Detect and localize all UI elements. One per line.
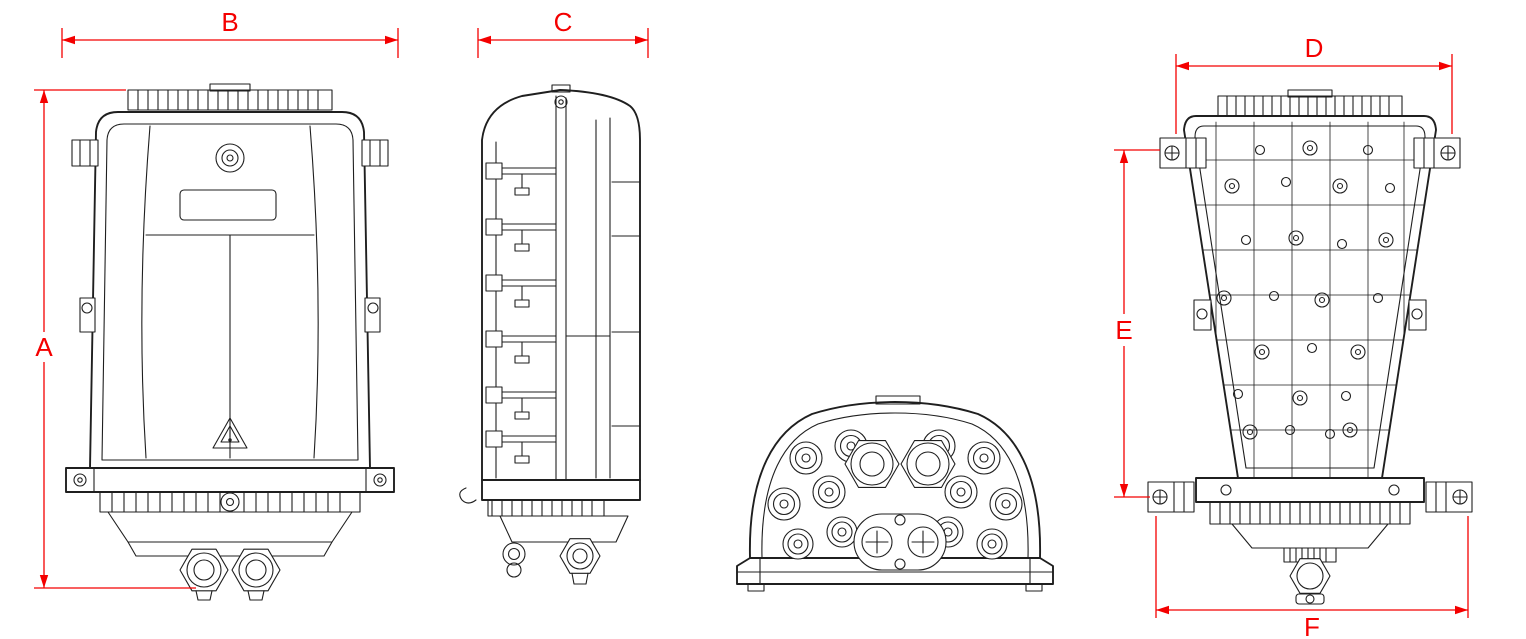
back-skirt [1231, 523, 1389, 549]
back-strip-ribs [1219, 501, 1401, 525]
side-ribbed-strip [487, 499, 605, 517]
back-hinge-tab [1287, 89, 1333, 98]
front-strip-ribs [111, 491, 341, 513]
back-cable-gland [1283, 547, 1337, 605]
front-mount-ear-right [361, 139, 389, 167]
bottom-dome-inner [761, 412, 1029, 559]
front-base-screw-left [73, 473, 87, 487]
bottom-dome-outline [749, 401, 1041, 559]
bottom-flange-lines [736, 557, 1054, 585]
side-top-screw [554, 95, 568, 109]
cable-port [989, 487, 1023, 521]
side-vertical-seams [495, 95, 611, 481]
side-skirt [499, 515, 629, 543]
side-clamp-3 [485, 274, 557, 308]
side-small-gland [502, 542, 526, 578]
dimension-c-label: C [554, 7, 573, 37]
hex-gland-right [900, 440, 956, 488]
front-side-clip-left [79, 297, 96, 333]
side-wire-hook [459, 487, 477, 504]
back-bracket-top-left [1159, 137, 1207, 169]
back-screw-bosses [1216, 140, 1396, 440]
dimension-d-label: D [1305, 33, 1324, 63]
bottom-top-tab [875, 395, 921, 405]
front-base-bar [65, 467, 395, 493]
dimension-f-label: F [1304, 612, 1320, 639]
side-clamp-4 [485, 330, 557, 364]
front-base-dividers [93, 467, 367, 493]
cable-port [967, 441, 1001, 475]
dimension-e: E [1114, 149, 1160, 498]
back-bracket-top-right [1413, 137, 1461, 169]
cable-port [782, 528, 814, 560]
side-clamp-2 [485, 218, 557, 252]
front-inner-seam [101, 123, 359, 461]
side-clamp-6 [485, 430, 557, 464]
dimension-f: F [1155, 516, 1469, 639]
back-side-clip-right [1408, 299, 1427, 331]
back-bracket-bottom-right [1425, 481, 1473, 513]
front-hinge-bar [127, 89, 333, 111]
bottom-foot-right [1025, 583, 1043, 592]
back-side-clip-left [1193, 299, 1212, 331]
cable-port [826, 516, 858, 548]
cable-port [789, 441, 823, 475]
dual-screw-capsule [853, 513, 947, 571]
front-top-screw [215, 143, 245, 173]
back-inner-seam [1194, 125, 1426, 469]
front-base-screw-right [373, 473, 387, 487]
bottom-view [736, 395, 1054, 592]
cable-gland-right [231, 548, 281, 601]
side-strip-ribs [491, 499, 593, 517]
side-main-gland [559, 538, 601, 585]
side-view [459, 84, 641, 585]
dimension-a-label: A [35, 332, 53, 362]
cable-port [767, 487, 801, 521]
dimension-b-label: B [221, 7, 238, 37]
back-hinge-bar [1217, 95, 1403, 117]
front-hinge-tab [209, 83, 251, 92]
front-door-seams [141, 125, 319, 459]
front-skirt [107, 511, 353, 557]
side-clamp-5 [485, 386, 557, 420]
cable-gland-left [179, 548, 229, 601]
front-side-clip-right [364, 297, 381, 333]
cable-port [976, 528, 1008, 560]
cable-port [944, 475, 978, 509]
warning-triangle-icon [212, 417, 248, 449]
back-view [1147, 89, 1473, 605]
back-rib-grid-vertical [1215, 121, 1405, 479]
dimension-a: A [34, 89, 196, 589]
front-hinge-ribs [137, 89, 319, 111]
back-hinge-ribs [1226, 95, 1390, 117]
side-door-ticks [565, 181, 641, 427]
front-view [65, 83, 395, 601]
hex-gland-left [844, 440, 900, 488]
dimension-annotations: B A C D E F [34, 7, 1469, 639]
dimension-c: C [477, 7, 649, 58]
side-base-bar [481, 479, 641, 501]
dimension-d: D [1175, 33, 1453, 134]
cable-port [812, 475, 846, 509]
front-mount-ear-left [71, 139, 99, 167]
side-clamp-1 [485, 162, 557, 196]
bottom-foot-left [747, 583, 765, 592]
dimension-b: B [61, 7, 399, 58]
back-rib-grid-horizontal [1188, 159, 1432, 431]
front-label-plate [179, 189, 277, 221]
front-center-screw [220, 492, 240, 512]
side-outline [481, 89, 641, 481]
side-top-tab [551, 84, 571, 93]
back-base-bar [1195, 477, 1425, 503]
back-bracket-bottom-left [1147, 481, 1195, 513]
dimension-e-label: E [1115, 315, 1132, 345]
